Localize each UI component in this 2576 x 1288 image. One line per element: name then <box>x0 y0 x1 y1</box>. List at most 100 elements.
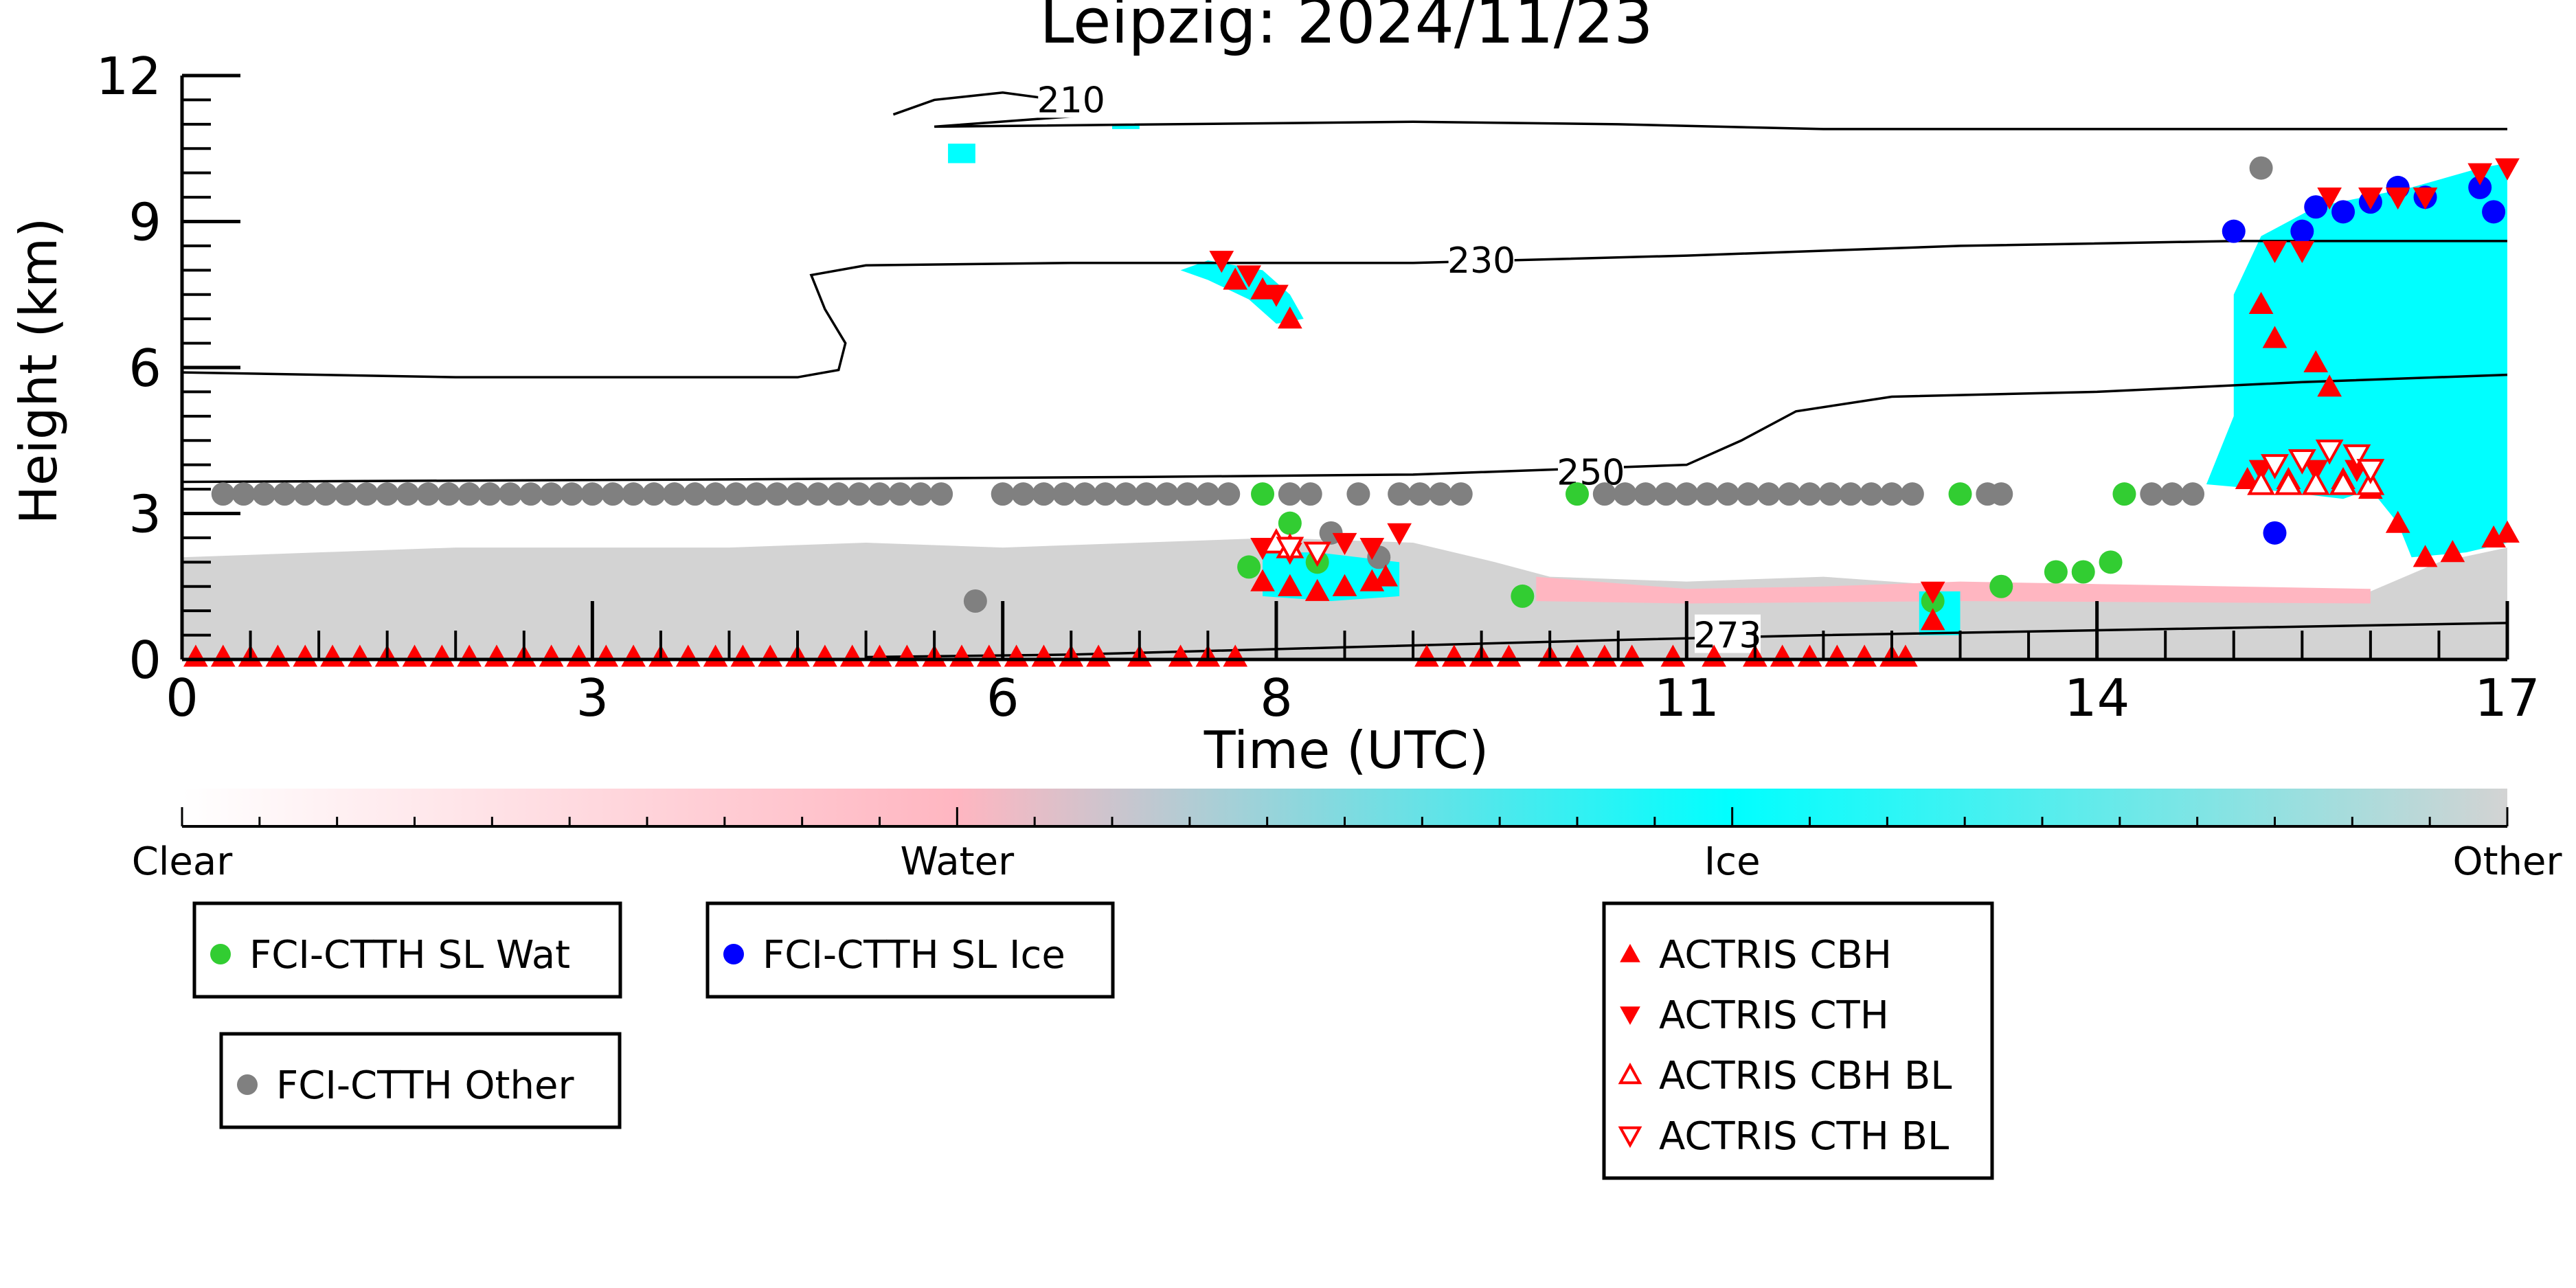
marker-point <box>416 482 440 506</box>
legend-box <box>192 901 622 999</box>
legend-marker <box>1620 1006 1640 1026</box>
marker-point <box>1798 482 1822 506</box>
marker-point <box>1209 251 1234 273</box>
marker-point <box>2467 163 2493 185</box>
marker-point <box>1634 482 1658 506</box>
marker-point <box>2495 158 2520 181</box>
colorbar-label: Clear <box>132 839 233 884</box>
marker-point <box>2181 482 2205 506</box>
legend-label: ACTRIS CTH BL <box>1659 1114 1949 1159</box>
marker-point <box>2315 439 2344 465</box>
ice-area <box>2206 163 2507 558</box>
marker-point <box>2099 550 2123 574</box>
marker-point <box>1196 482 1220 506</box>
x-tick-label: 3 <box>576 668 609 728</box>
marker-point <box>929 482 953 506</box>
legend-box <box>1602 901 1994 1180</box>
marker-point <box>1839 482 1863 506</box>
x-tick-label: 11 <box>1654 668 1719 728</box>
marker-point <box>2249 156 2273 180</box>
marker-point <box>1332 574 1357 596</box>
marker-point <box>1920 581 1945 604</box>
marker-point <box>1032 482 1056 506</box>
contour-label: 230 <box>1447 240 1515 282</box>
legend-label: ACTRIS CBH <box>1659 933 1892 978</box>
marker-point <box>1613 482 1637 506</box>
marker-point <box>1989 574 2013 598</box>
marker-point <box>963 589 987 613</box>
marker-point <box>2274 469 2303 495</box>
contour-label-bg <box>1448 240 1515 279</box>
x-tick-label: 6 <box>986 668 1019 728</box>
marker-point <box>1736 482 1760 506</box>
legend-box <box>705 901 1115 999</box>
marker-point <box>1155 482 1179 506</box>
marker-point <box>2262 326 2287 348</box>
legend-marker <box>723 944 744 964</box>
marker-point <box>662 482 686 506</box>
marker-point <box>1217 482 1241 506</box>
marker-point <box>2287 449 2316 475</box>
marker-point <box>2248 291 2274 315</box>
marker-point <box>2356 459 2385 484</box>
marker-point <box>2044 560 2068 584</box>
marker-point <box>745 482 769 506</box>
y-tick-label: 3 <box>128 484 161 545</box>
marker-point <box>2261 454 2289 479</box>
marker-point <box>2262 240 2287 264</box>
marker-point <box>1592 482 1616 506</box>
marker-point <box>1346 482 1370 506</box>
marker-point <box>478 482 502 506</box>
x-tick-label: 14 <box>2064 668 2129 728</box>
marker-point <box>1237 555 1261 579</box>
y-axis-label: Height (km) <box>8 218 69 525</box>
legend-marker <box>1620 943 1640 962</box>
marker-point <box>1278 482 1302 506</box>
marker-point <box>1428 482 1452 506</box>
marker-point <box>334 482 358 506</box>
y-tick-label: 6 <box>128 338 161 398</box>
marker-point <box>642 482 666 506</box>
marker-point <box>1304 578 1330 601</box>
marker-point <box>1114 482 1138 506</box>
x-tick-label: 8 <box>1260 668 1293 728</box>
marker-point <box>622 482 646 506</box>
marker-point <box>1566 482 1589 506</box>
contour-label-bg <box>1038 79 1105 118</box>
marker-point <box>457 482 482 506</box>
marker-point <box>498 482 522 506</box>
ice-area <box>1180 260 1304 324</box>
ice-area <box>948 144 975 163</box>
marker-point <box>1278 511 1302 535</box>
marker-point <box>1264 284 1289 307</box>
x-tick-label: 0 <box>166 668 199 728</box>
x-tick-label: 17 <box>2474 668 2540 728</box>
marker-point <box>1359 537 1385 561</box>
marker-point <box>703 482 727 506</box>
marker-point <box>806 482 830 506</box>
contour-label: 210 <box>1037 80 1105 121</box>
marker-point <box>1052 482 1076 506</box>
marker-point <box>1073 482 1097 506</box>
legend-label: FCI-CTTH Other <box>276 1063 574 1108</box>
marker-point <box>1777 482 1801 506</box>
contour-line <box>181 240 2507 379</box>
marker-point <box>1298 482 1322 506</box>
marker-point <box>786 482 810 506</box>
marker-point <box>2222 219 2246 243</box>
marker-point <box>868 482 892 506</box>
marker-point <box>2385 187 2410 210</box>
marker-point <box>683 482 707 506</box>
marker-point <box>2329 469 2358 495</box>
marker-point <box>888 482 912 506</box>
legend-label: FCI-CTTH SL Wat <box>249 933 570 978</box>
marker-point <box>1175 482 1199 506</box>
marker-point <box>396 482 420 506</box>
marker-point <box>1094 482 1118 506</box>
marker-point <box>2290 240 2315 264</box>
